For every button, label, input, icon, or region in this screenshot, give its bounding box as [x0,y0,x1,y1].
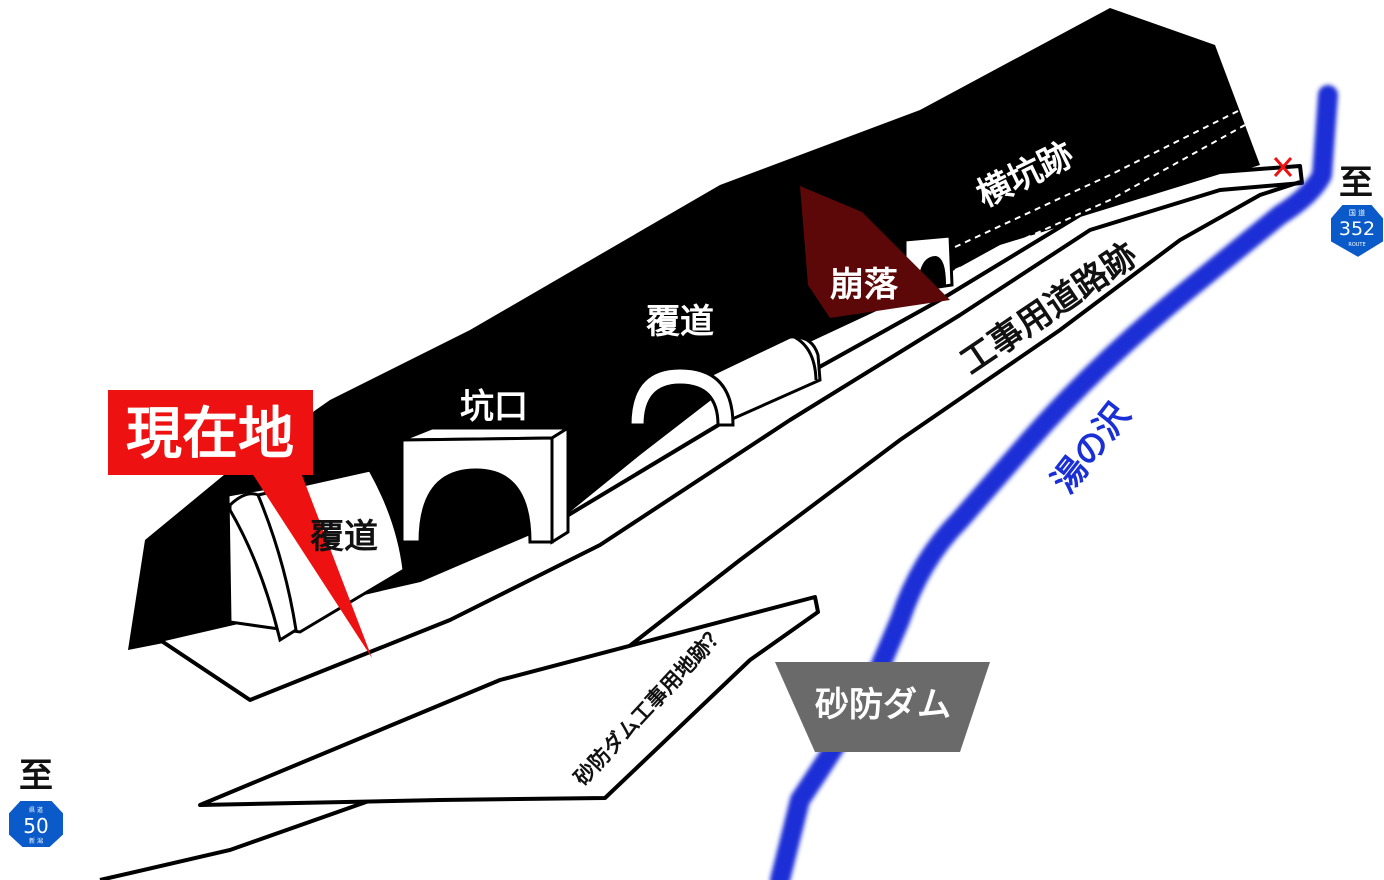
side-shaft-dashed-line-lower [954,124,1246,271]
side-shaft-dashed-line-upper [954,109,1241,248]
route-352-top-text: 国 道 [1349,208,1365,217]
tunnel-entrance-portal [400,425,574,545]
covered-way-upper [628,333,822,427]
route-352-bottom-text: ROUTE [1348,242,1365,248]
route-50-sign: 県 道 50 新 潟 [7,799,65,849]
route-50-bottom-text: 新 潟 [29,837,43,845]
sabo-dam-site-ruins [198,595,820,807]
route-50-number: 50 [23,814,48,838]
to-left-label: 至 [19,756,53,796]
covered-way-lower-label: 覆道 [309,517,378,557]
route-352-sign: 国 道 352 ROUTE [1329,203,1384,260]
to-right-label: 至 [1339,163,1373,203]
collapse-area [800,186,950,318]
road-lower-edge [99,180,1301,880]
covered-way-upper-label: 覆道 [645,302,714,342]
current-location-label: 現在地 [126,402,294,467]
tunnel-entrance-label: 坑口 [460,387,528,427]
route-50-top-text: 県 道 [29,806,43,814]
current-location-callout [108,390,372,658]
sabo-dam [775,662,990,752]
route-352-number: 352 [1339,218,1375,240]
construction-road-ruins [158,164,1304,702]
closure-x-marker [1273,157,1293,177]
collapse-label: 崩落 [830,265,899,305]
sabo-dam-label: 砂防ダム [815,685,951,725]
